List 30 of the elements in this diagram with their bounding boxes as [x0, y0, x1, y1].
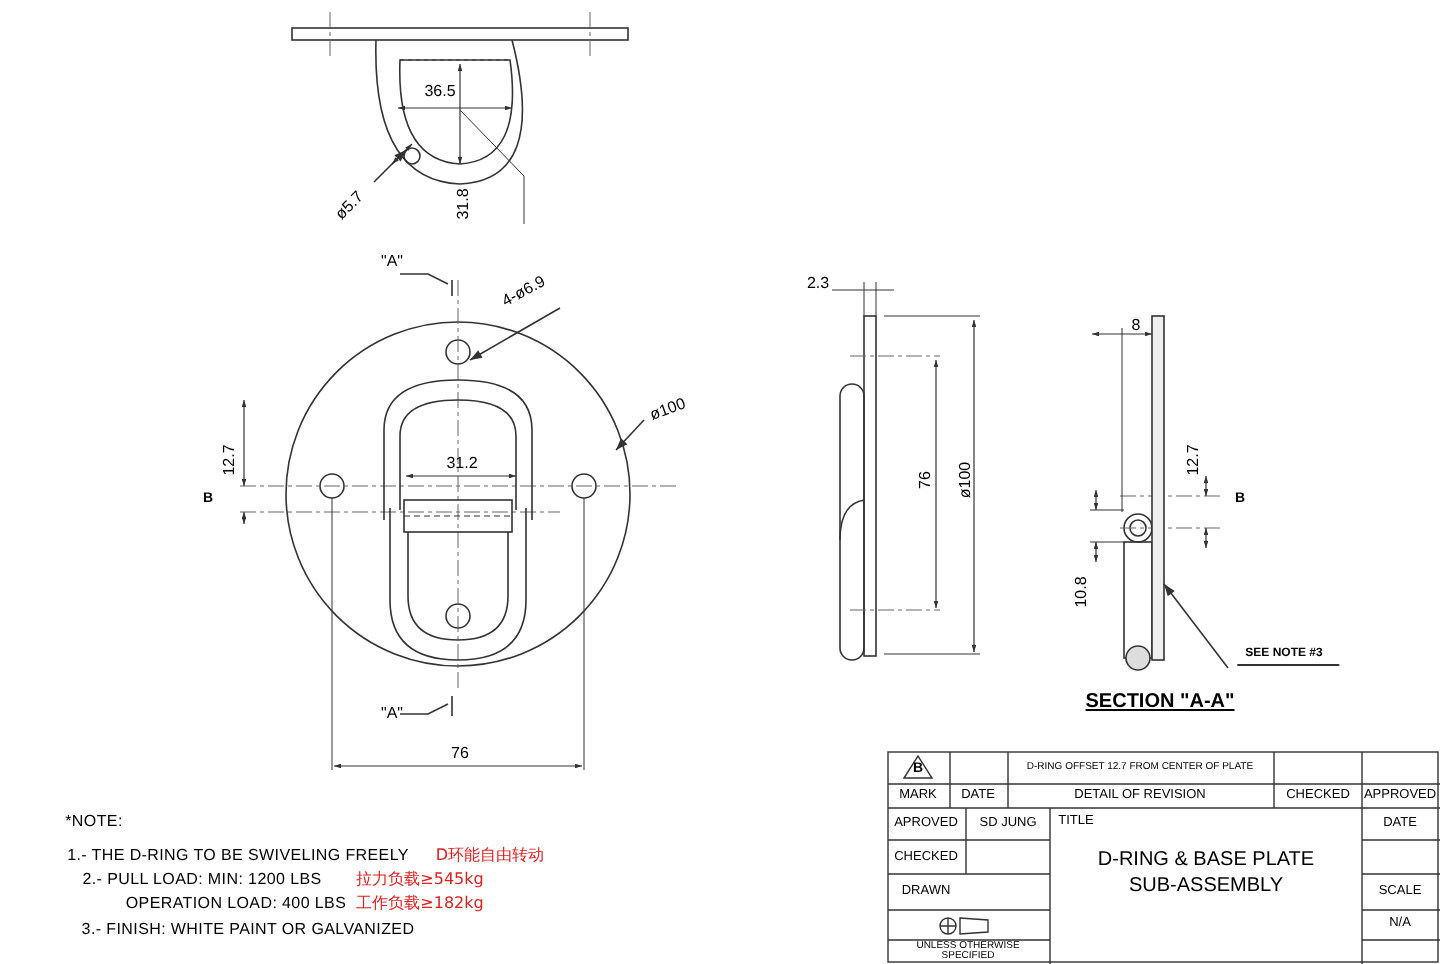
dimension-text: ø100	[954, 461, 976, 499]
dimension-text: 12.7	[218, 444, 240, 476]
note-translation: 工作负载≥182kg	[356, 892, 484, 916]
note-translation: D环能自由转动	[435, 844, 545, 868]
note-text: 2.- PULL LOAD: MIN: 1200 LBS	[82, 868, 322, 892]
dimension-text: "A"	[381, 250, 403, 274]
leader-line	[1163, 583, 1229, 669]
dimension-text: 76	[914, 471, 936, 489]
leader-line	[615, 419, 645, 451]
note-translation: 拉力负载≥545kg	[356, 868, 484, 892]
dimension-text: ø100	[646, 392, 690, 428]
note-text: 1.- THE D-RING TO BE SWIVELING FREELY	[67, 844, 409, 868]
note-text: 3.- FINISH: WHITE PAINT OR GALVANIZED	[81, 918, 415, 942]
dimension-text: 12.7	[1182, 444, 1204, 476]
rod-section-circle	[403, 147, 421, 165]
section-title: SECTION "A-A"	[1085, 689, 1235, 717]
dimension-text: 36.5	[424, 80, 456, 104]
dimension-text: 76	[451, 742, 469, 766]
dimension-text: 8	[1131, 314, 1141, 338]
drawing-title: D-RING & BASE PLATE SUB-ASSEMBLY	[1096, 849, 1316, 899]
dimension-text: 10.8	[1070, 576, 1092, 608]
dimension-text: "A"	[381, 702, 403, 726]
leader-line	[373, 149, 407, 183]
dimension-text: 2.3	[806, 272, 830, 296]
note-text: OPERATION LOAD: 400 LBS	[125, 892, 347, 916]
leader-line	[469, 307, 561, 361]
dimension-text: 31.8	[452, 188, 474, 220]
base-plate-section	[1151, 315, 1165, 661]
note-text: *NOTE:	[65, 810, 123, 834]
dimension-text: 31.2	[446, 452, 478, 476]
